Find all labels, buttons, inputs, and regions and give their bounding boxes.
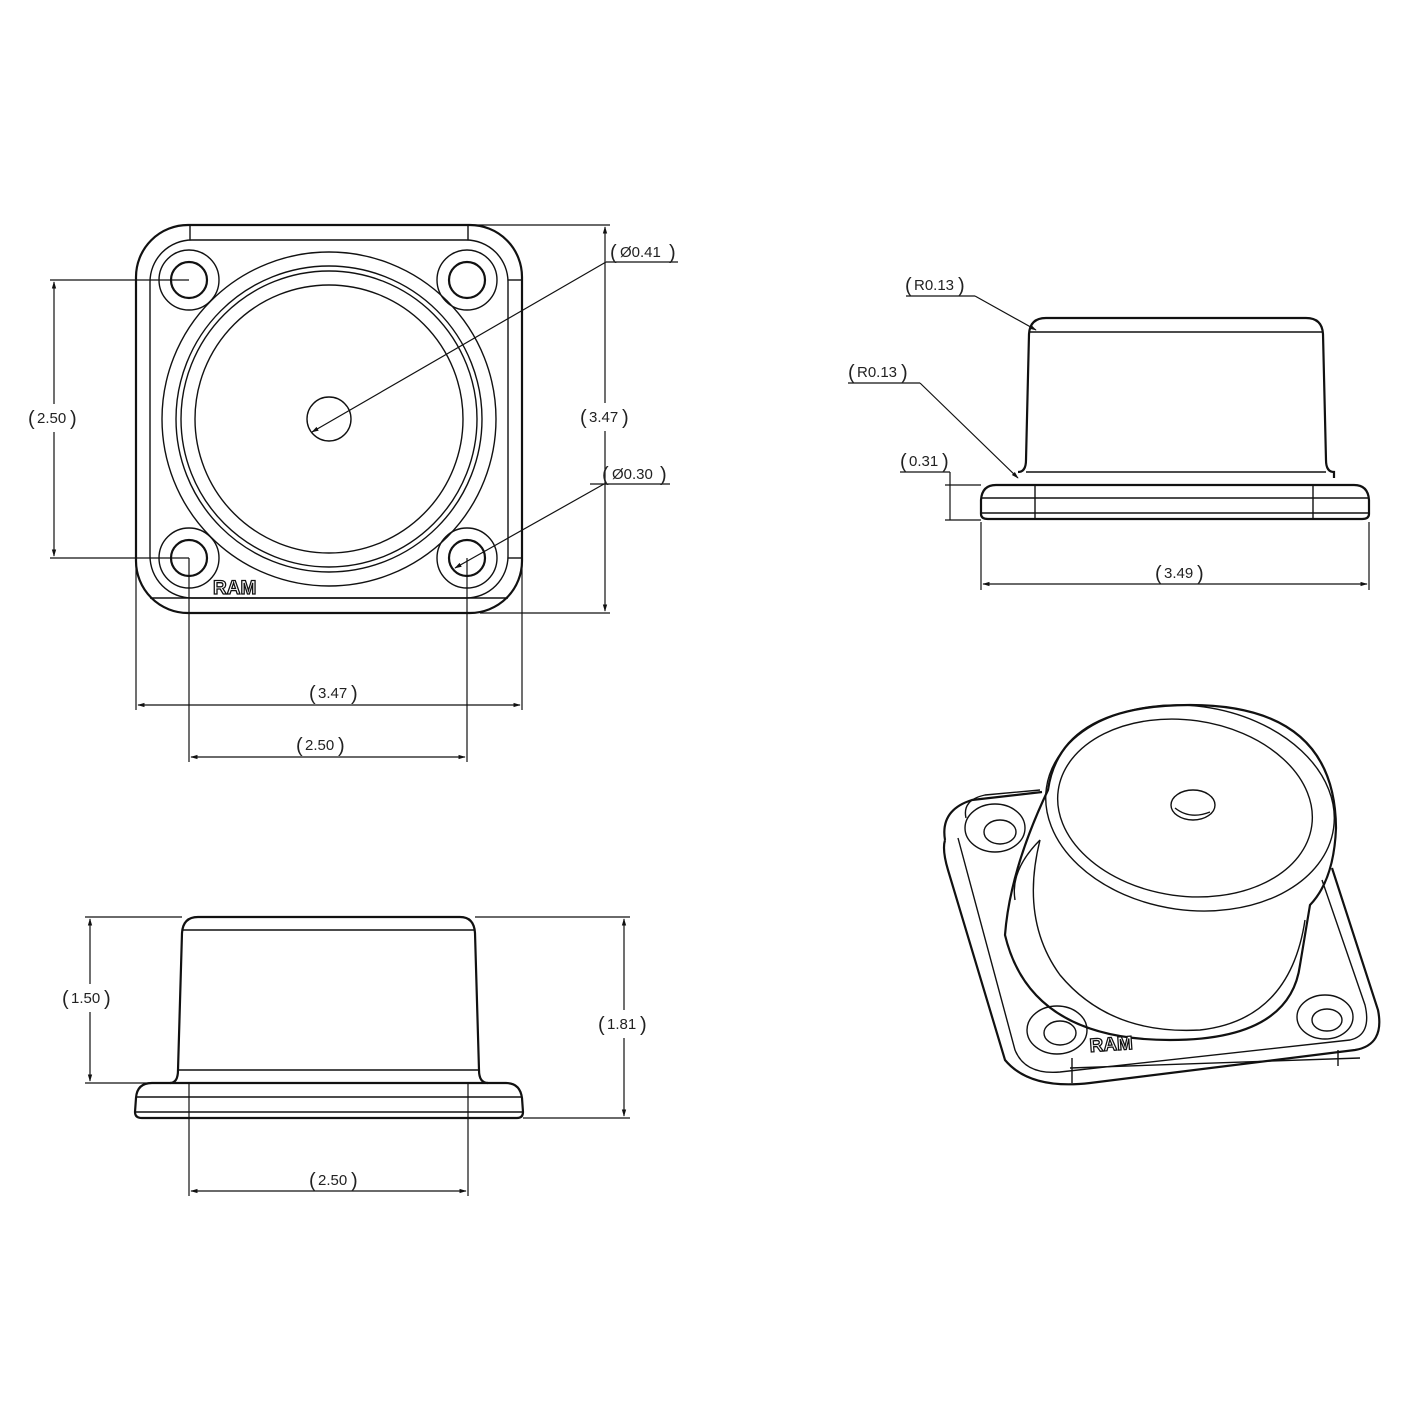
svg-text:(: ( xyxy=(28,408,35,430)
isometric-view: RAM xyxy=(942,703,1381,1086)
dim-hole-spacing-x: 2.50 xyxy=(305,737,334,754)
dim-flange-thickness: 0.31 xyxy=(909,453,938,470)
svg-text:(: ( xyxy=(610,242,617,264)
dim-overall-height: 3.47 xyxy=(589,409,618,426)
dim-top-fillet: R0.13 xyxy=(914,277,954,294)
svg-text:(: ( xyxy=(900,451,907,473)
svg-text:): ) xyxy=(351,1170,358,1192)
svg-text:): ) xyxy=(660,464,667,486)
front-view: ( 1.50 ) ( 1.81 ) ( 2.50 ) xyxy=(60,915,652,1196)
body-top-face xyxy=(1056,718,1314,898)
svg-text:): ) xyxy=(942,451,949,473)
svg-text:(: ( xyxy=(598,1014,605,1036)
flange-profile xyxy=(133,1081,525,1120)
dim-front-overall-height: 1.81 xyxy=(607,1016,636,1033)
mount-hole-br xyxy=(1296,994,1354,1040)
side-view: ( R0.13 ) ( R0.13 ) ( 0.31 ) ( 3.49 ) xyxy=(848,275,1371,590)
flange-profile xyxy=(979,483,1371,521)
top-view: RAM ( 2.50 ) ( 3.47 ) ( Ø0.41 ) ( Ø0.30 … xyxy=(26,223,678,762)
svg-text:(: ( xyxy=(62,988,69,1010)
svg-text:(: ( xyxy=(848,362,855,384)
svg-text:): ) xyxy=(104,988,111,1010)
body-outer-ring xyxy=(161,251,497,587)
dim-side-overall-width: 3.49 xyxy=(1164,565,1193,582)
plate-outline xyxy=(134,223,524,615)
svg-text:): ) xyxy=(338,735,345,757)
mount-hole-tl xyxy=(964,803,1026,853)
svg-text:(: ( xyxy=(580,407,587,429)
svg-text:(: ( xyxy=(296,735,303,757)
svg-text:(: ( xyxy=(1155,563,1162,585)
ram-logo-iso: RAM xyxy=(1089,1033,1134,1057)
dim-front-hole-spacing: 2.50 xyxy=(318,1172,347,1189)
svg-text:(: ( xyxy=(309,1170,316,1192)
body-profile xyxy=(1017,316,1336,478)
mount-hole-bl xyxy=(1026,1005,1088,1055)
dim-overall-width: 3.47 xyxy=(318,685,347,702)
dim-hole-spacing-y: 2.50 xyxy=(37,410,66,427)
mount-hole-tr xyxy=(436,249,498,311)
body-profile xyxy=(169,915,489,1085)
svg-text:): ) xyxy=(958,275,965,297)
center-hole xyxy=(1170,789,1216,821)
body-top-face xyxy=(194,284,464,554)
svg-text:): ) xyxy=(640,1014,647,1036)
body-top-ring xyxy=(1045,704,1335,912)
body-outline xyxy=(1003,703,1338,1042)
dim-center-hole-dia: Ø0.41 xyxy=(620,244,661,261)
dim-body-height: 1.50 xyxy=(71,990,100,1007)
svg-text:): ) xyxy=(669,242,676,264)
svg-text:): ) xyxy=(901,362,908,384)
dim-base-fillet: R0.13 xyxy=(857,364,897,381)
svg-text:): ) xyxy=(70,408,77,430)
svg-text:): ) xyxy=(622,407,629,429)
svg-text:): ) xyxy=(351,683,358,705)
svg-text:(: ( xyxy=(602,464,609,486)
dim-mount-hole-dia: Ø0.30 xyxy=(612,466,653,483)
svg-text:(: ( xyxy=(905,275,912,297)
svg-text:(: ( xyxy=(309,683,316,705)
center-hole xyxy=(306,396,352,442)
svg-text:): ) xyxy=(1197,563,1204,585)
ram-logo: RAM xyxy=(213,578,256,599)
